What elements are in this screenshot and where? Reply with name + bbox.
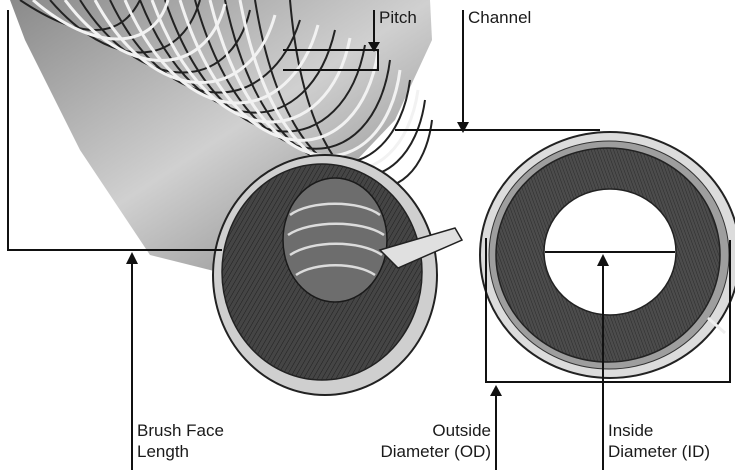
spiral-brush-illustration (10, 0, 462, 395)
label-outside-diameter: Outside Diameter (OD) (380, 420, 491, 462)
label-channel: Channel (468, 7, 531, 28)
label-inside-diameter: Inside Diameter (ID) (608, 420, 710, 462)
arrow-outside-diameter (490, 385, 502, 396)
label-pitch: Pitch (379, 7, 417, 28)
arrow-channel (457, 122, 469, 133)
ring-brush-illustration (480, 132, 735, 378)
arrow-brush-face-length (126, 252, 138, 264)
label-brush-face-length: Brush Face Length (137, 420, 224, 462)
